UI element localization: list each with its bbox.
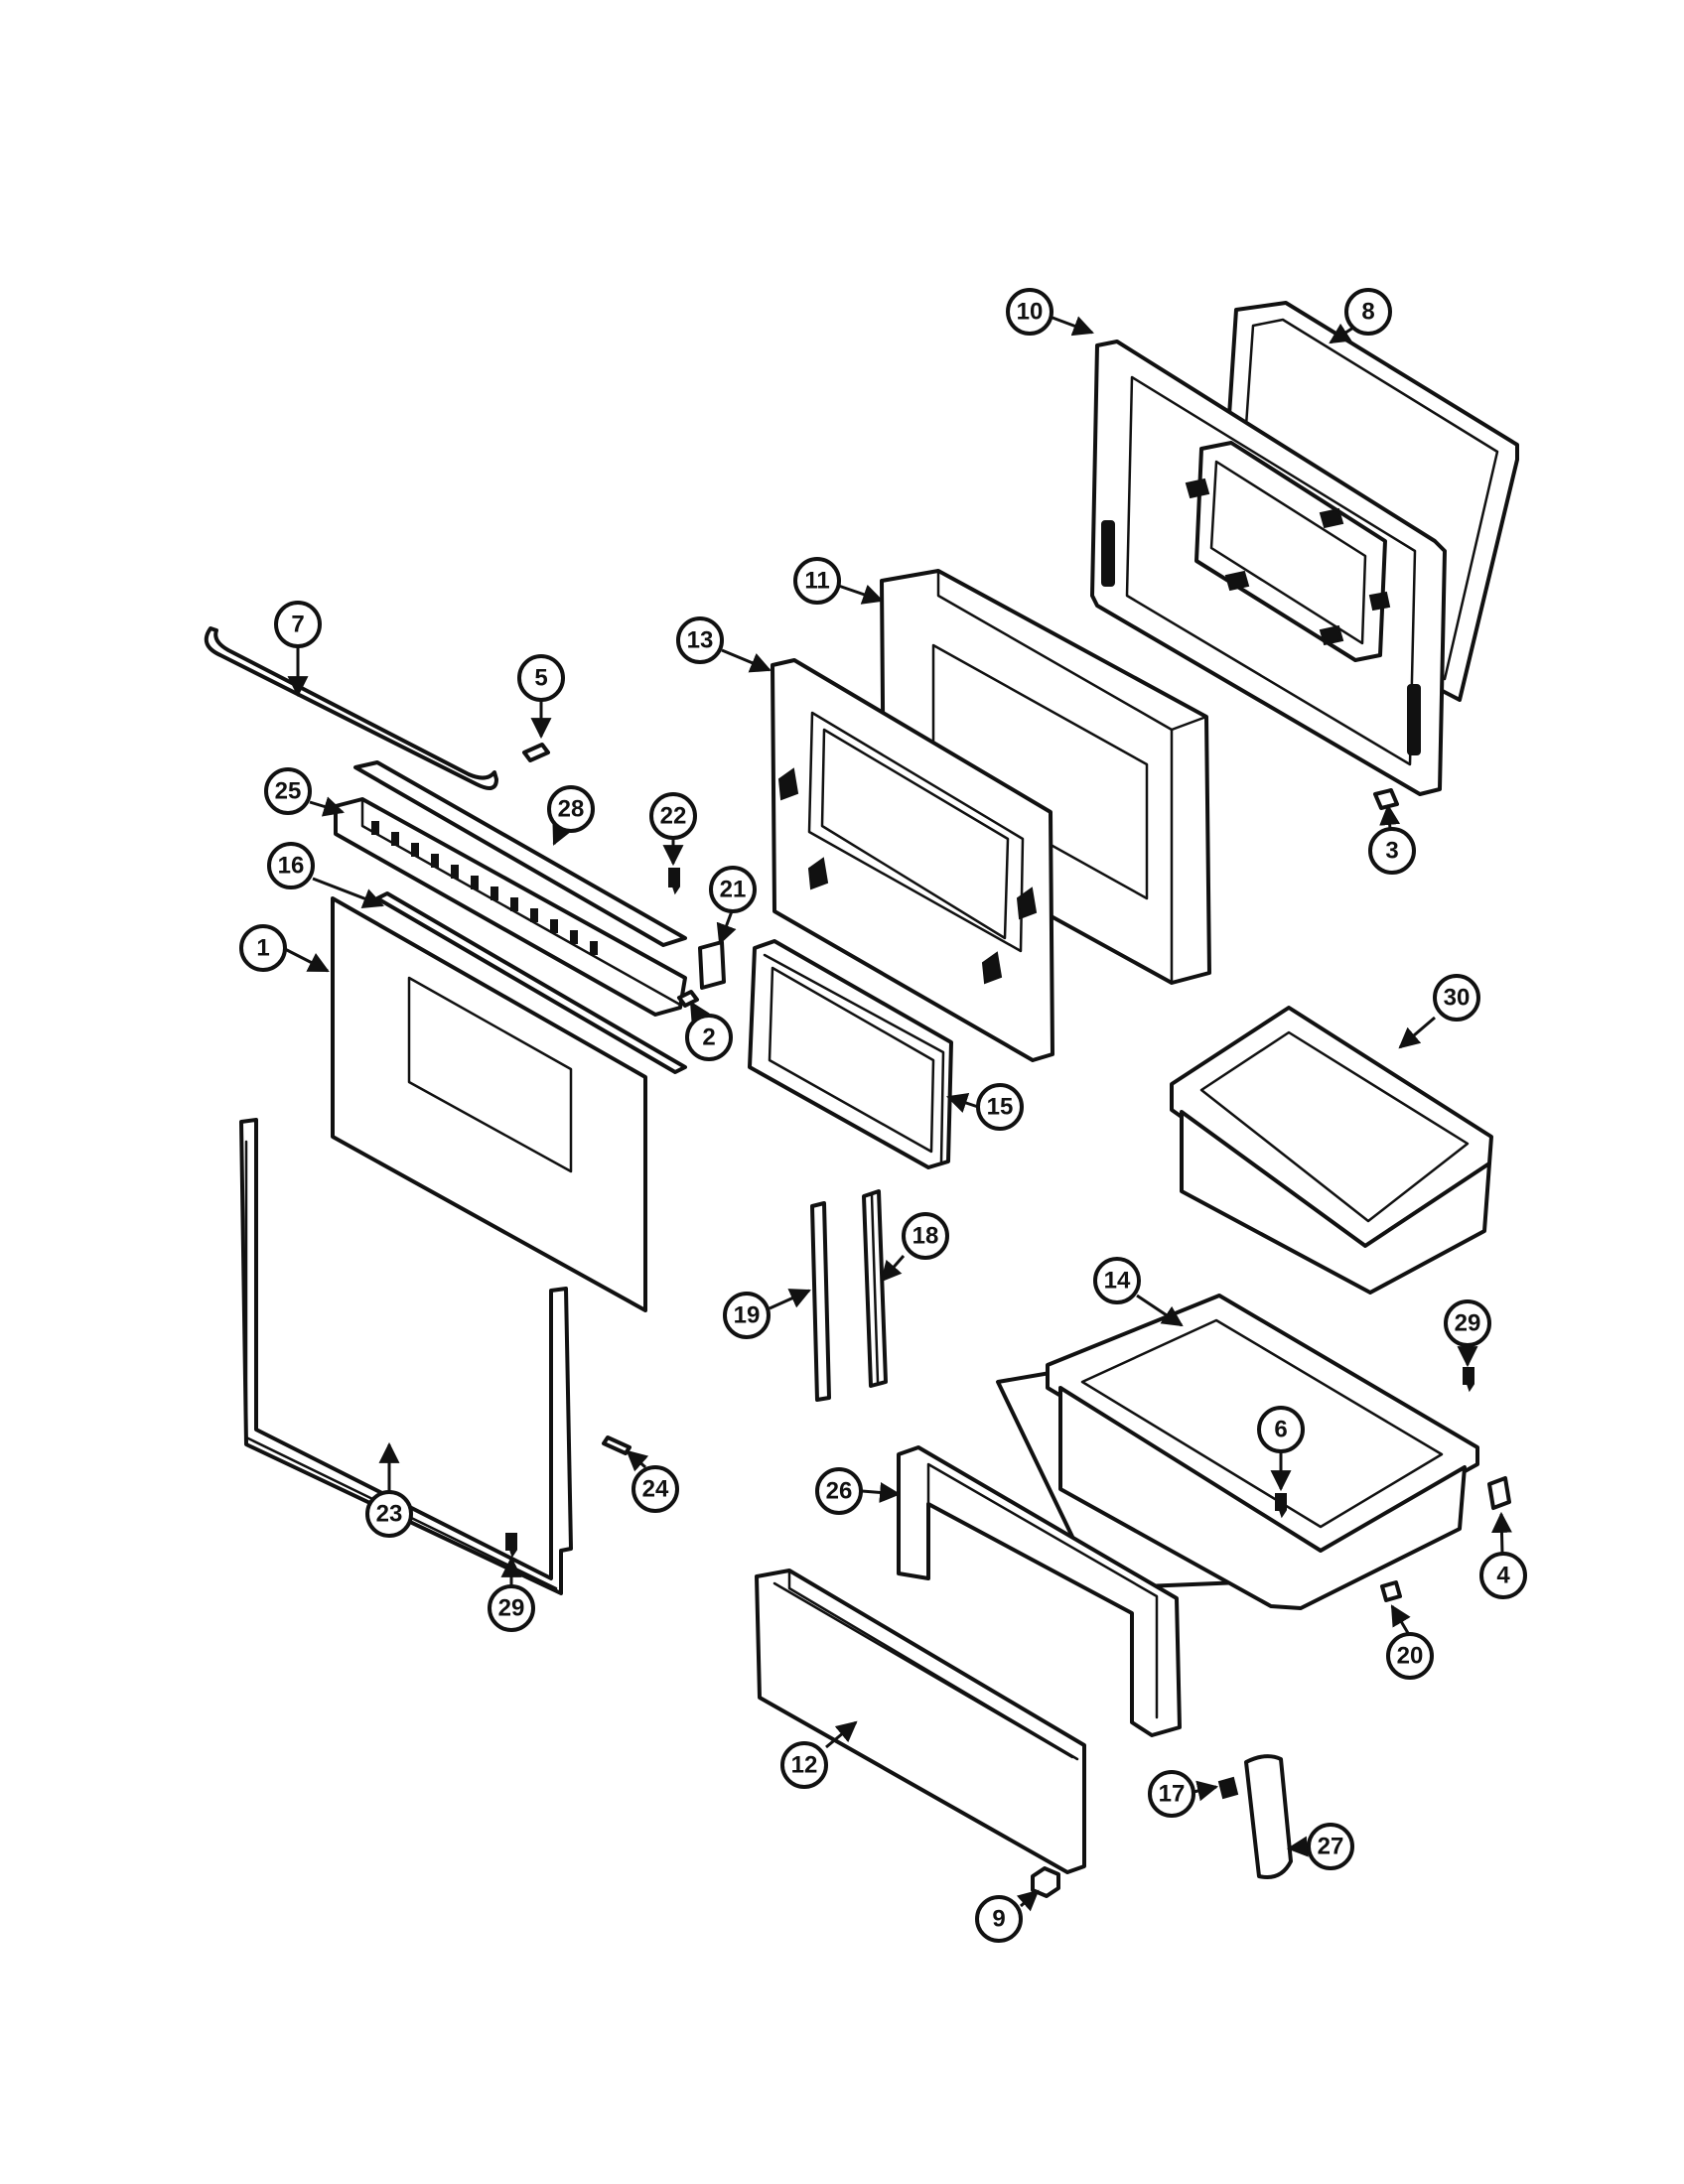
part-17-tab bbox=[1217, 1776, 1239, 1800]
svg-text:12: 12 bbox=[791, 1752, 818, 1779]
callout-21: 21 bbox=[709, 866, 757, 913]
part-26-drawer-support bbox=[897, 1445, 1182, 1737]
svg-text:15: 15 bbox=[987, 1094, 1014, 1121]
part-21-bracket bbox=[698, 940, 726, 990]
part-6-screw bbox=[1275, 1493, 1287, 1519]
callout-28: 28 bbox=[547, 785, 595, 833]
part-7-handle-rod bbox=[204, 626, 498, 790]
svg-text:18: 18 bbox=[912, 1223, 939, 1250]
svg-text:2: 2 bbox=[702, 1024, 715, 1051]
svg-text:11: 11 bbox=[804, 568, 829, 595]
callout-8: 8 bbox=[1344, 288, 1392, 336]
part-29-screw-left bbox=[505, 1533, 517, 1559]
callout-10: 10 bbox=[1006, 288, 1053, 336]
callout-27: 27 bbox=[1307, 1823, 1354, 1870]
part-10-inner-door-panel bbox=[1090, 340, 1447, 796]
svg-text:28: 28 bbox=[558, 796, 585, 823]
callout-4: 4 bbox=[1479, 1552, 1527, 1599]
part-15-glass-pack bbox=[748, 939, 953, 1169]
callout-1: 1 bbox=[239, 924, 287, 972]
callout-30: 30 bbox=[1433, 974, 1480, 1022]
callout-17: 17 bbox=[1148, 1770, 1195, 1818]
callout-15: 15 bbox=[976, 1083, 1024, 1131]
callout-6: 6 bbox=[1257, 1406, 1305, 1453]
svg-text:23: 23 bbox=[376, 1501, 403, 1528]
callout-24: 24 bbox=[632, 1465, 679, 1513]
callout-19: 19 bbox=[723, 1292, 771, 1339]
part-24-screw bbox=[602, 1435, 632, 1455]
callout-11: 11 bbox=[793, 557, 841, 605]
callout-5: 5 bbox=[517, 654, 565, 702]
part-22-screw bbox=[668, 868, 680, 895]
part-18-slide bbox=[862, 1189, 888, 1388]
svg-text:6: 6 bbox=[1274, 1417, 1287, 1443]
part-20-clip bbox=[1380, 1580, 1402, 1602]
callout-29-left: 29 bbox=[488, 1584, 535, 1632]
svg-text:5: 5 bbox=[534, 665, 547, 692]
callout-9: 9 bbox=[975, 1895, 1023, 1943]
callout-23: 23 bbox=[365, 1490, 413, 1538]
svg-text:1: 1 bbox=[256, 935, 269, 962]
svg-text:10: 10 bbox=[1017, 299, 1044, 326]
part-2-screw bbox=[677, 990, 699, 1008]
callout-20: 20 bbox=[1386, 1632, 1434, 1680]
svg-text:29: 29 bbox=[498, 1595, 525, 1622]
svg-text:24: 24 bbox=[642, 1476, 669, 1503]
svg-text:25: 25 bbox=[275, 778, 302, 805]
svg-text:22: 22 bbox=[660, 803, 687, 830]
part-27-handle bbox=[1244, 1754, 1293, 1879]
svg-text:9: 9 bbox=[992, 1906, 1005, 1933]
callout-29-right: 29 bbox=[1444, 1299, 1491, 1347]
callout-12: 12 bbox=[780, 1741, 828, 1789]
leader-lines bbox=[282, 316, 1512, 1912]
svg-text:17: 17 bbox=[1159, 1781, 1186, 1808]
callout-26: 26 bbox=[815, 1467, 863, 1515]
callout-18: 18 bbox=[902, 1212, 949, 1260]
svg-text:21: 21 bbox=[720, 877, 747, 903]
svg-text:19: 19 bbox=[734, 1302, 761, 1329]
svg-text:13: 13 bbox=[687, 627, 714, 654]
svg-text:8: 8 bbox=[1361, 299, 1374, 326]
svg-text:30: 30 bbox=[1444, 985, 1471, 1012]
callout-22: 22 bbox=[649, 792, 697, 840]
svg-text:7: 7 bbox=[291, 612, 304, 638]
callout-25: 25 bbox=[264, 767, 312, 815]
callout-7: 7 bbox=[274, 601, 322, 648]
part-23-frame bbox=[239, 1118, 573, 1595]
part-4-clip bbox=[1487, 1476, 1511, 1510]
callout-14: 14 bbox=[1093, 1257, 1141, 1304]
part-3-clip bbox=[1373, 788, 1399, 810]
callout-2: 2 bbox=[685, 1014, 733, 1061]
svg-text:3: 3 bbox=[1385, 838, 1398, 865]
part-5-screw bbox=[522, 743, 550, 762]
callout-3: 3 bbox=[1368, 827, 1416, 875]
callout-16: 16 bbox=[267, 842, 315, 889]
part-29-screw-right bbox=[1463, 1367, 1474, 1393]
svg-text:20: 20 bbox=[1397, 1643, 1424, 1670]
parts-layer bbox=[204, 301, 1519, 1898]
callout-13: 13 bbox=[676, 616, 724, 664]
part-13-glass-frame bbox=[771, 658, 1054, 1062]
part-19-slide bbox=[810, 1201, 831, 1402]
part-30-broiler-pan bbox=[1170, 1006, 1493, 1295]
svg-text:14: 14 bbox=[1104, 1268, 1131, 1295]
svg-text:29: 29 bbox=[1455, 1310, 1481, 1337]
part-1-outer-door-panel bbox=[331, 896, 647, 1312]
part-25-28-door-top-trim bbox=[334, 760, 687, 1017]
svg-text:4: 4 bbox=[1496, 1563, 1510, 1589]
svg-text:27: 27 bbox=[1318, 1834, 1344, 1860]
part-12-drawer-front bbox=[755, 1569, 1086, 1874]
svg-text:26: 26 bbox=[826, 1478, 853, 1505]
svg-text:16: 16 bbox=[278, 853, 305, 880]
